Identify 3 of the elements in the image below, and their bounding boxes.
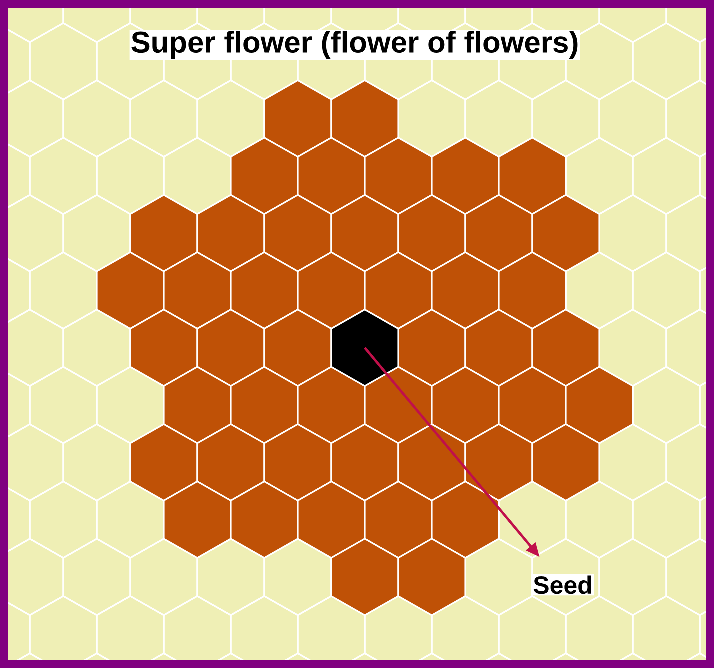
seed-label: Seed [532, 574, 594, 596]
seed-hexagon [330, 308, 400, 388]
title: Super flower (flower of flowers) [130, 30, 580, 60]
